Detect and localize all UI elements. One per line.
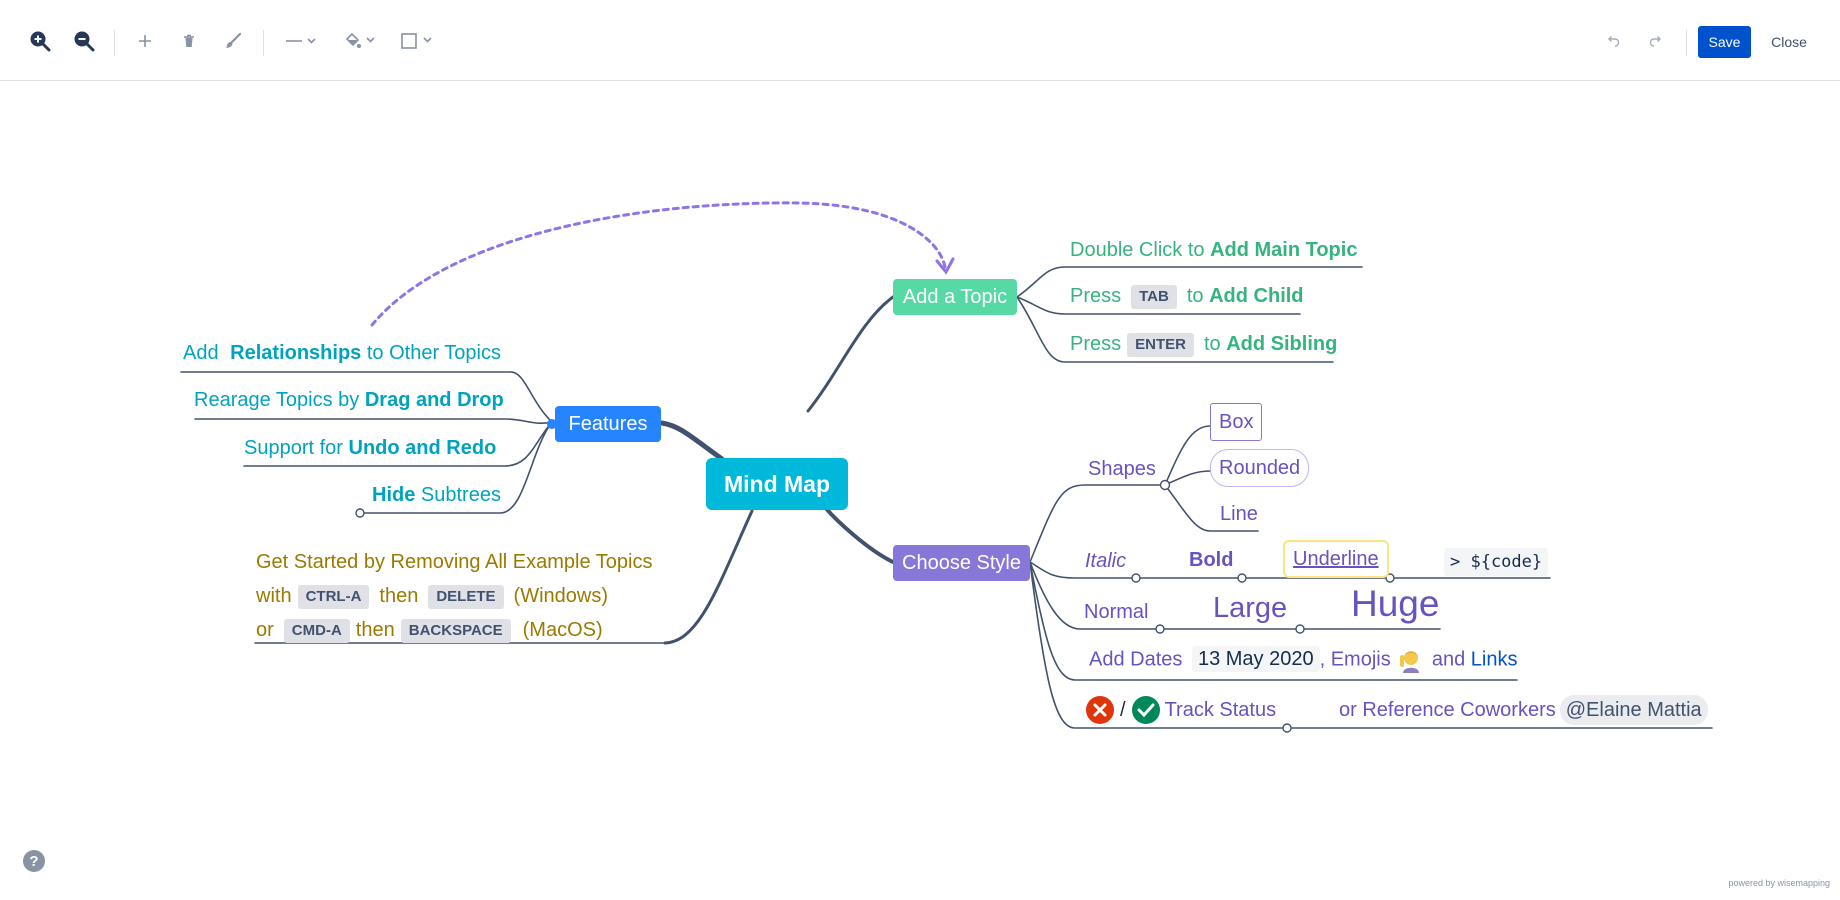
topic-text: Press [1070,333,1122,355]
topic-text: Add [183,342,225,364]
text: (MacOS) [522,619,603,641]
topic-large[interactable]: Large [1213,592,1288,624]
zoom-out-icon[interactable] [72,24,96,58]
key-badge: CTRL-A [297,584,370,609]
status-error-icon [1085,695,1115,725]
topic-text: , Emojis [1319,648,1391,671]
powered-by-text: powered by wisemapping [1728,878,1830,888]
topic-text-bold: Undo and Redo [348,437,497,459]
topic-text-bold: Add Main Topic [1210,239,1358,261]
text: with [256,585,292,607]
topic-text-bold: Relationships [230,342,362,364]
topic-bold[interactable]: Bold [1189,549,1234,571]
toolbar: Save Close [0,0,1840,81]
topic-add-main[interactable]: Double Click to Add Main Topic [1070,238,1357,262]
text: (Windows) [513,585,608,607]
topic-shapes[interactable]: Shapes [1088,458,1156,480]
topic-drag-drop[interactable]: Rearage Topics by Drag and Drop [194,388,504,412]
topic-getting-started[interactable]: Get Started by Removing All Example Topi… [256,545,652,647]
topic-hide-subtrees[interactable]: Hide Subtrees [372,483,501,507]
topic-text: to [1186,285,1210,307]
topic-text: to [1203,333,1227,355]
redo-icon[interactable] [1645,24,1667,58]
connection-lines [180,201,1713,733]
topic-text: Press [1070,285,1122,307]
topic-text-bold: Drag and Drop [364,389,504,411]
key-badge: ENTER [1127,332,1194,357]
topic-text: Track Status [1164,699,1277,721]
toolbar-separator [1686,30,1687,56]
fill-color-icon[interactable] [343,24,379,58]
topic-huge[interactable]: Huge [1351,583,1440,624]
help-button[interactable]: ? [23,850,45,872]
topic-text: Add Dates [1089,648,1183,671]
line-style-icon[interactable] [284,24,320,58]
key-badge: CMD-A [283,618,350,643]
getting-started-line: Get Started by Removing All Example Topi… [256,551,653,573]
topic-undo-redo[interactable]: Support for Undo and Redo [244,436,496,460]
key-badge: BACKSPACE [400,618,511,643]
topic-text-bold: Add Sibling [1226,333,1338,355]
slash-text: / [1120,699,1126,721]
plus-icon[interactable] [134,24,156,58]
text: then [355,619,395,641]
toolbar-separator [263,30,264,56]
text: then [379,585,419,607]
topic-box[interactable]: Box [1210,403,1263,441]
topic-text-bold: Add Child [1209,285,1304,307]
topic-code[interactable]: > ${code} [1444,548,1549,576]
topic-text: Double Click to [1070,239,1211,261]
topic-text: to Other Topics [361,342,501,364]
link[interactable]: Links [1470,648,1518,671]
emoji-icon [1398,647,1424,673]
topic-track-status[interactable]: / Track Status [1085,695,1276,725]
topic-italic[interactable]: Italic [1085,550,1127,572]
undo-icon[interactable] [1602,24,1624,58]
topic-underline[interactable]: Underline [1283,540,1389,578]
key-badge: DELETE [428,584,504,609]
topic-text: Subtrees [415,484,501,506]
topic-text: or Reference Coworkers [1339,699,1556,721]
topic-normal[interactable]: Normal [1084,601,1149,623]
topic-text: Rearage Topics by [194,389,365,411]
topic-reference-coworkers[interactable]: or Reference Coworkers @Elaine Mattia [1339,695,1708,725]
topic-rounded[interactable]: Rounded [1210,449,1310,487]
key-badge: TAB [1131,284,1177,309]
trash-icon[interactable] [178,24,200,58]
status-success-icon [1131,695,1161,725]
topic-text: Support for [244,437,349,459]
topic-choose-style[interactable]: Choose Style [893,545,1030,581]
topic-add-a-topic[interactable]: Add a Topic [893,279,1017,315]
toolbar-separator [114,30,115,56]
shape-icon[interactable] [400,24,436,58]
topic-line[interactable]: Line [1220,503,1258,525]
brush-icon[interactable] [222,24,244,58]
topic-relationships[interactable]: Add Relationships to Other Topics [183,341,501,365]
root-topic[interactable]: Mind Map [706,458,848,510]
date-lozenge[interactable]: 13 May 2020 [1191,646,1320,673]
close-button[interactable]: Close [1771,34,1807,50]
topic-features[interactable]: Features [555,406,661,442]
save-button[interactable]: Save [1698,26,1751,58]
topic-text: and [1431,648,1466,671]
topic-dates[interactable]: Add Dates 13 May 2020, Emojis and Links [1089,646,1518,673]
text: or [256,619,274,641]
zoom-in-icon[interactable] [28,24,52,58]
topic-text-bold: Hide [372,484,416,506]
topic-add-child[interactable]: Press TAB to Add Child [1070,284,1304,309]
mindmap-canvas[interactable]: Mind Map Features Add Relationships to O… [0,81,1840,900]
mention-lozenge[interactable]: @Elaine Mattia [1559,695,1708,725]
